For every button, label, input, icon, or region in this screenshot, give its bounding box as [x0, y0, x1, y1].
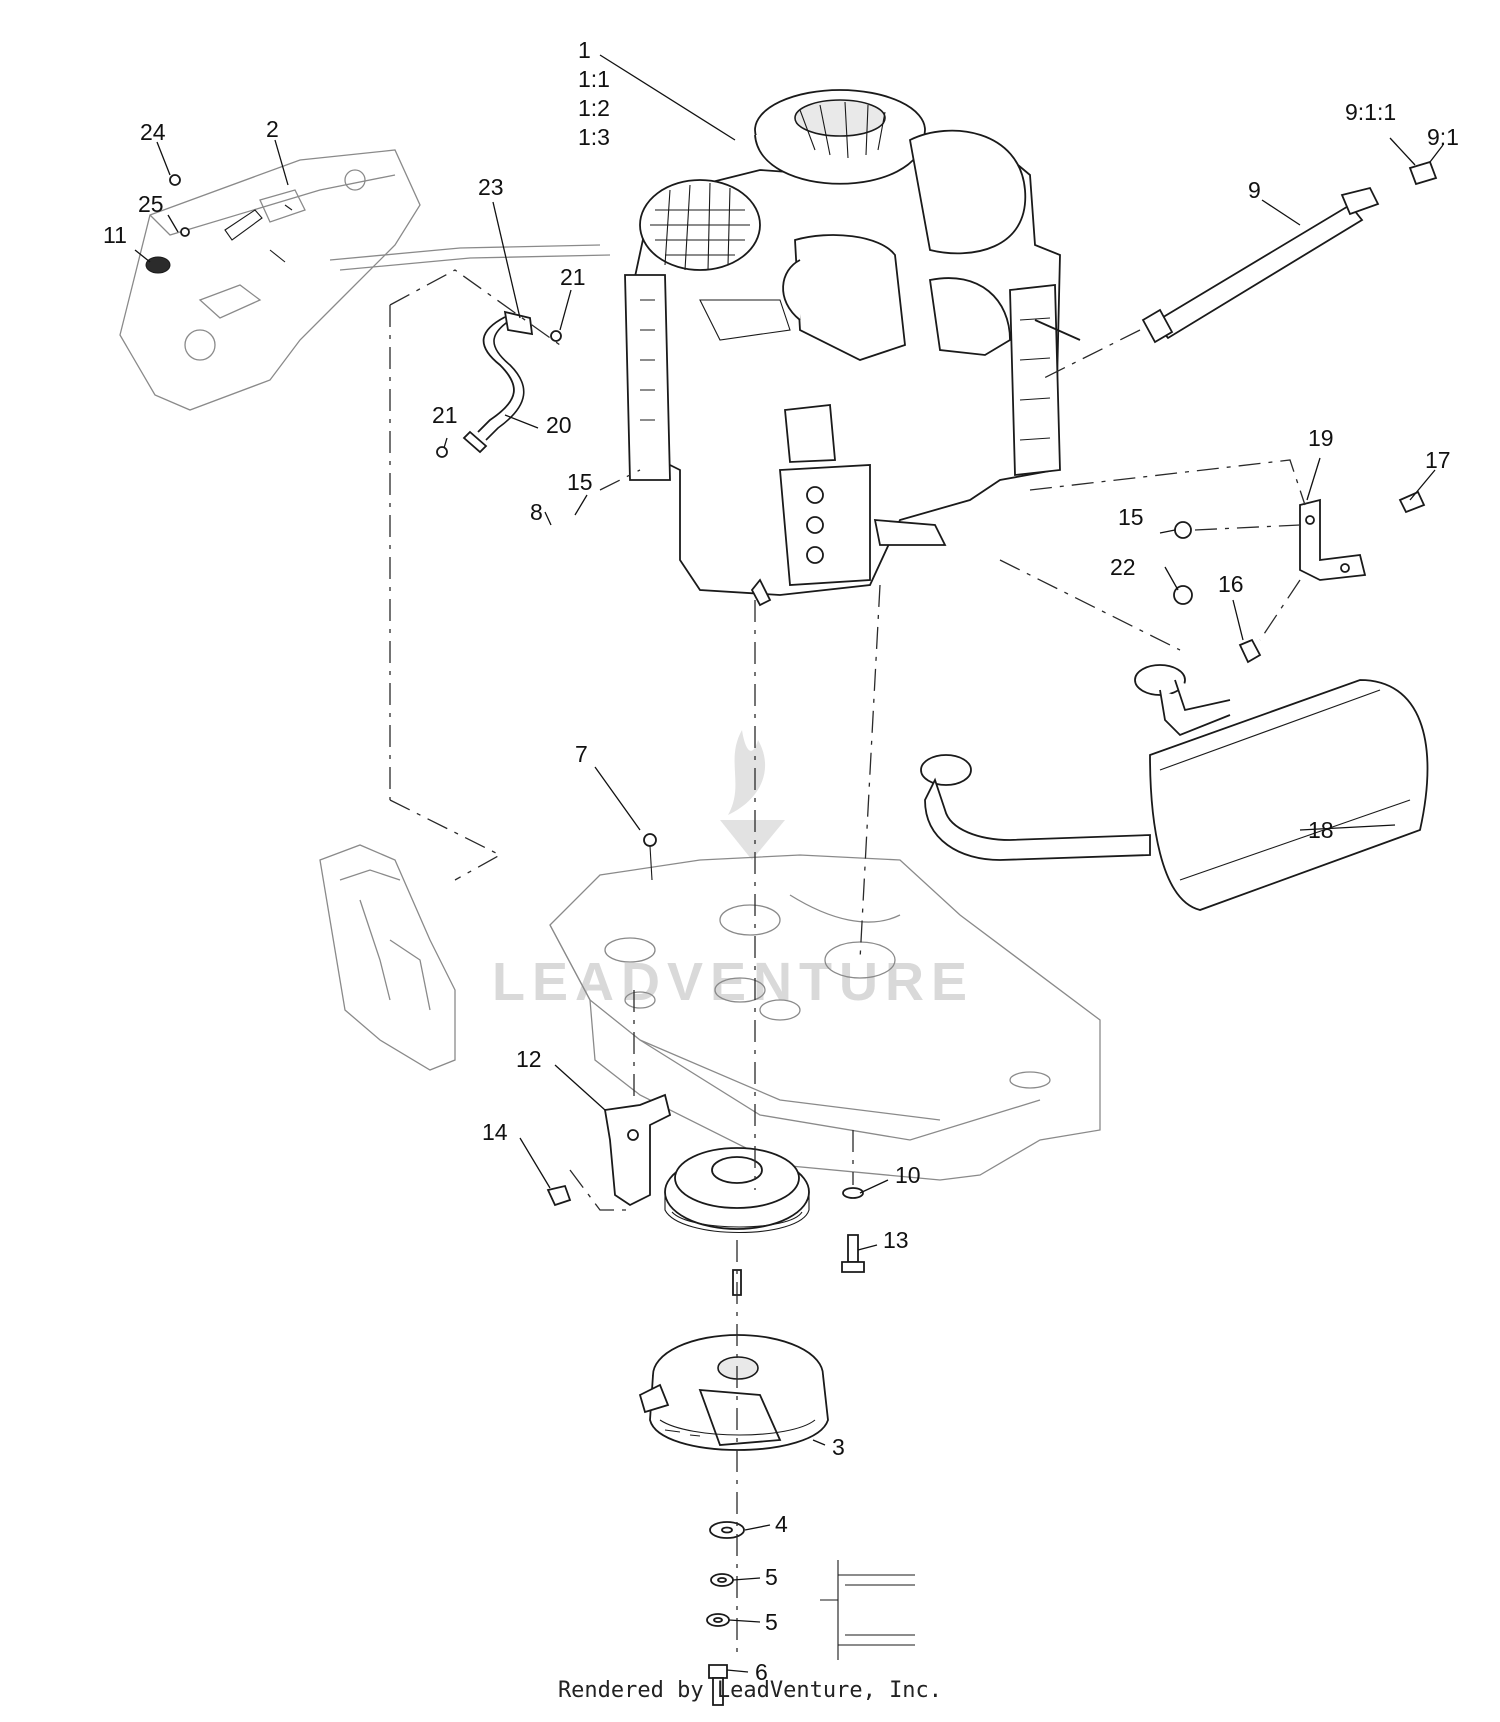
callout-6: 6 [755, 1659, 768, 1685]
callout-15-left: 15 [567, 469, 593, 495]
callout-labels: 1 1:1 1:2 1:3 2 24 25 11 23 21 21 20 15 … [103, 37, 1459, 1685]
callout-12: 12 [516, 1046, 542, 1072]
callout-4: 4 [775, 1511, 788, 1537]
pulley [664, 1147, 810, 1296]
watermark: LEADVENTURE [492, 730, 974, 1012]
callout-23: 23 [478, 174, 504, 200]
callout-8: 8 [530, 499, 543, 525]
watermark-text: LEADVENTURE [492, 952, 974, 1012]
callout-3: 3 [832, 1434, 845, 1460]
callout-9-1-1: 9:1:1 [1345, 99, 1396, 125]
callout-17: 17 [1425, 447, 1451, 473]
washer-and-bolt [841, 1130, 865, 1273]
callout-10: 10 [895, 1162, 921, 1188]
pto-bracket [546, 1093, 672, 1211]
footer-credit: Rendered by LeadVenture, Inc. [557, 1678, 943, 1703]
callout-20: 20 [546, 412, 572, 438]
callout-1: 1 [578, 37, 591, 63]
callout-9-1: 9:1 [1427, 124, 1459, 150]
callout-11: 11 [103, 222, 127, 248]
callout-14: 14 [482, 1119, 508, 1145]
oil-drain-hose [1039, 160, 1438, 381]
callout-24: 24 [140, 119, 166, 145]
callout-9: 9 [1248, 177, 1261, 203]
callout-5-lower: 5 [765, 1609, 778, 1635]
callout-21-lower: 21 [432, 402, 458, 428]
control-panel-bracket [119, 149, 611, 411]
assembly-lines [389, 269, 881, 1660]
deck-plate [549, 833, 1101, 1181]
callout-21-upper: 21 [560, 264, 586, 290]
callout-5-upper: 5 [765, 1564, 778, 1590]
engine [624, 89, 1081, 607]
fuel-line [436, 310, 562, 458]
callout-15-right: 15 [1118, 504, 1144, 530]
callout-18: 18 [1308, 817, 1334, 843]
callout-2: 2 [266, 116, 279, 142]
pto-clutch [638, 1334, 829, 1451]
muffler-bracket [1029, 459, 1426, 605]
callout-16: 16 [1218, 571, 1244, 597]
muffler [920, 559, 1429, 911]
callout-1-2: 1:2 [578, 95, 610, 121]
callout-25: 25 [138, 191, 164, 217]
clutch-hardware [706, 1521, 915, 1706]
callout-1-1: 1:1 [578, 66, 610, 92]
callout-13: 13 [883, 1227, 909, 1253]
leader-lines [134, 54, 1444, 1673]
callout-22: 22 [1110, 554, 1136, 580]
callout-1-3: 1:3 [578, 124, 610, 150]
side-shield [319, 799, 502, 1071]
callout-19: 19 [1308, 425, 1334, 451]
callout-7: 7 [575, 741, 588, 767]
